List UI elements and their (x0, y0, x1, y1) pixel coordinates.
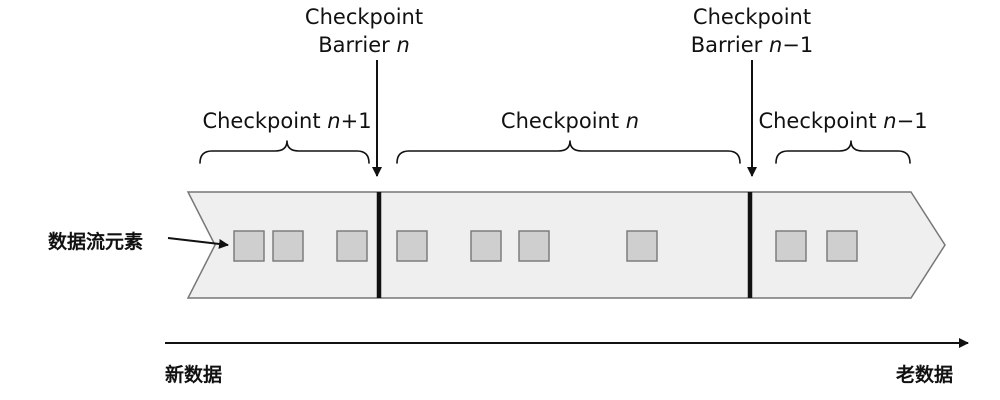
stream-element-label: 数据流元素 (48, 230, 143, 253)
barrier-n-minus-1-title: Checkpoint (693, 5, 811, 29)
segment-label-n-plus-1: Checkpoint n+1 (202, 109, 371, 133)
segment-brace-n (396, 140, 741, 164)
stream-element (396, 230, 428, 262)
axis-right-label: 老数据 (896, 363, 953, 386)
axis-left-label: 新数据 (165, 363, 222, 386)
stream-element (826, 230, 858, 262)
segment-brace-n-plus-1 (199, 140, 370, 164)
stream-element-pointer (167, 237, 229, 249)
stream-element (626, 230, 658, 262)
barrier-n-label: Barrier n (318, 33, 410, 57)
stream-element (518, 230, 550, 262)
segment-label-n-minus-1: Checkpoint n−1 (758, 109, 927, 133)
stream-element (775, 230, 807, 262)
barrier-n-minus-1-label: Barrier n−1 (691, 33, 814, 57)
segment-brace-n-minus-1 (775, 140, 911, 164)
stream-element (272, 230, 304, 262)
segment-label-n: Checkpoint n (501, 109, 639, 133)
stream-element (470, 230, 502, 262)
barrier-n-title: Checkpoint (305, 5, 423, 29)
stream-element (336, 230, 368, 262)
stream-element (233, 230, 265, 262)
